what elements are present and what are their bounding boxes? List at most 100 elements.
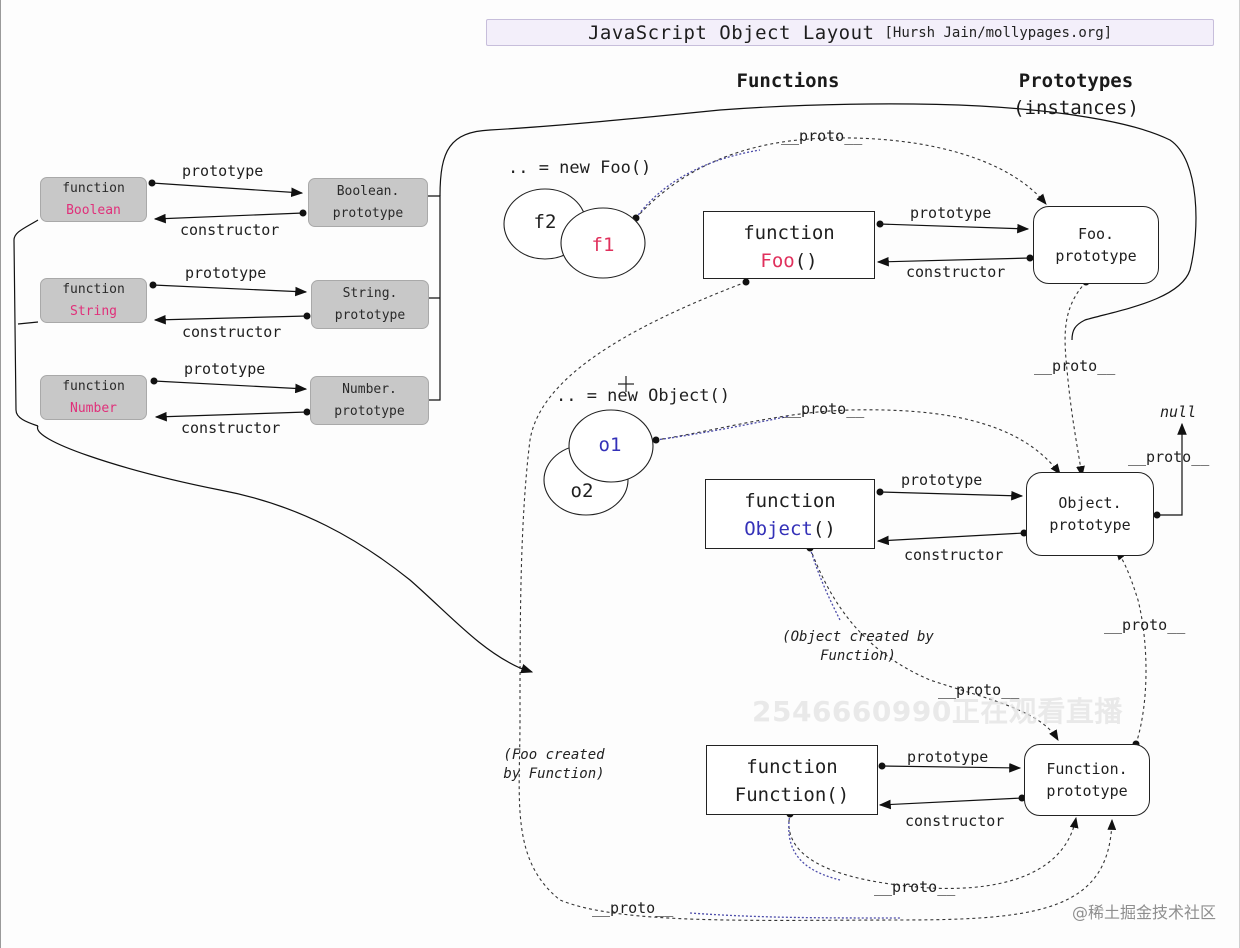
fooproto-proto-edge [1064, 281, 1087, 478]
boolean-prototype-box: Boolean. prototype [308, 178, 428, 227]
string-constructor-label: constructor [182, 323, 282, 341]
number-prototype-line1: Number. [342, 382, 397, 397]
boolean-function-box: function Boolean [40, 177, 147, 222]
objectproto-proto-label: __proto__ [1128, 448, 1210, 466]
function-function-name: Function() [734, 784, 850, 806]
builtin-functions-bracket [13, 219, 39, 427]
foo-function-parens: () [794, 250, 818, 272]
object-constructor-edge [876, 532, 1025, 546]
string-prototype-label: prototype [185, 264, 267, 282]
object-function-word: function [744, 490, 836, 512]
string-prototype-line1: String. [342, 286, 398, 301]
string-function-name: String [70, 304, 117, 319]
foo-prototype-edge [879, 223, 1030, 234]
function-function-box: function Function() [706, 745, 878, 815]
foo-prototype-box: Foo. prototype [1033, 206, 1159, 284]
boolean-constructor-edge [153, 212, 304, 224]
function-fn-proto-label: __proto__ [874, 878, 956, 896]
object-function-parens: () [812, 518, 836, 540]
object-prototype-box: Object. prototype [1026, 472, 1154, 556]
foo-function-word: function [743, 222, 835, 244]
number-prototype-edge [153, 380, 308, 394]
string-prototype-line2: prototype [334, 308, 406, 323]
boolean-function-name: Boolean [66, 203, 121, 218]
string-constructor-edge [153, 314, 308, 325]
number-function-word: function [62, 379, 125, 394]
string-prototype-box: String. prototype [311, 280, 429, 329]
fooproto-proto-label: __proto__ [1034, 357, 1116, 375]
source-watermark: @稀土掘金技术社区 [1071, 903, 1216, 922]
foo-created-note: (Foo created by Function) [484, 746, 624, 784]
prototypes-column-header: Prototypes [1018, 70, 1134, 92]
string-function-word: function [62, 282, 125, 297]
foo-constructor-edge [876, 256, 1031, 267]
number-constructor-edge [154, 411, 308, 422]
new-object-label: .. = new Object() [556, 386, 730, 406]
number-function-name: Number [70, 401, 117, 416]
foo-created-note-line2: by Function) [503, 766, 605, 782]
functionproto-proto-label: __proto__ [1104, 616, 1186, 634]
foo-function-box: function Foo() [703, 211, 875, 279]
string-function-box: function String [40, 278, 147, 323]
cursor-crosshair [618, 376, 634, 392]
boolean-prototype-line1: Boolean. [336, 184, 400, 199]
function-constructor-label: constructor [905, 812, 1005, 830]
prototypes-column-subheader: (instances) [1013, 97, 1139, 119]
viewer-count-watermark: 2546660990正在观看直播 [752, 695, 1123, 728]
foo-created-note-line1: (Foo created [503, 747, 605, 763]
o1-proto-edge [655, 409, 1061, 475]
object-prototype-label: prototype [901, 471, 983, 489]
o1-label: o1 [598, 434, 622, 456]
f1-proto-label: __proto__ [781, 127, 863, 145]
object-proto-null-edge [1157, 422, 1187, 516]
foo-prototype-line1: Foo. [1077, 225, 1115, 243]
null-label: null [1160, 403, 1197, 421]
object-fn-proto-label: __proto__ [938, 681, 1020, 699]
boolean-prototype-edge [151, 182, 304, 198]
foo-function-name: Foo [760, 250, 795, 272]
object-prototype-line2: prototype [1049, 516, 1131, 534]
object-fn-proto-edge [809, 547, 1059, 741]
object-function-box: function Object() [705, 479, 875, 549]
boolean-function-word: function [62, 181, 125, 196]
f1-proto-edge [635, 137, 1047, 219]
builtin-prototypes-bracket [428, 195, 441, 401]
function-prototype-label: prototype [907, 748, 989, 766]
foo-constructor-label: constructor [906, 263, 1006, 281]
foo-fn-proto-label: __proto__ [592, 899, 674, 917]
function-prototype-line2: prototype [1046, 782, 1128, 800]
number-function-box: function Number [40, 375, 147, 420]
new-foo-label: .. = new Foo() [508, 158, 652, 178]
function-prototype-line1: Function. [1046, 760, 1128, 778]
f2-label: f2 [533, 211, 557, 233]
object-prototype-edge [879, 490, 1024, 501]
o2-label: o2 [570, 480, 594, 502]
builtins-proto-loop [439, 103, 1197, 341]
boolean-prototype-label: prototype [182, 162, 264, 180]
foo-prototype-line2: prototype [1055, 247, 1137, 265]
function-constructor-edge [878, 797, 1023, 810]
function-fn-proto-edge [788, 813, 1079, 890]
object-created-note: (Object created by Function) [770, 628, 946, 666]
builtins-function-loop [37, 425, 534, 674]
f1-label: f1 [591, 234, 615, 256]
object-prototype-line1: Object. [1058, 494, 1122, 512]
number-constructor-label: constructor [181, 419, 281, 437]
f1-circle [560, 207, 646, 279]
foo-fn-proto-edge [518, 281, 1117, 921]
diagram-title: JavaScript Object Layout [587, 21, 875, 44]
number-prototype-label: prototype [184, 360, 266, 378]
diagram-credit: [Hursh Jain/mollypages.org] [884, 24, 1113, 41]
o1-circle [568, 409, 654, 483]
o1-proto-label: __proto__ [783, 400, 865, 418]
functions-column-header: Functions [736, 70, 840, 92]
boolean-constructor-label: constructor [180, 221, 280, 239]
object-created-note-line2: Function) [820, 648, 896, 664]
function-function-word: function [746, 756, 838, 778]
number-prototype-line2: prototype [334, 404, 405, 419]
boolean-prototype-line2: prototype [332, 206, 404, 221]
object-function-name: Object [744, 518, 813, 540]
number-prototype-box: Number. prototype [310, 376, 429, 425]
object-created-note-line1: (Object created by [782, 629, 934, 645]
